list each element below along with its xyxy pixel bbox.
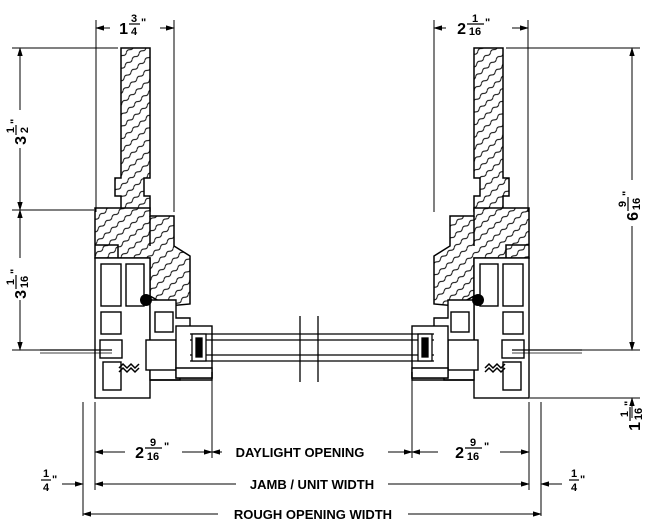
dim-whole: 1 [119,21,128,38]
svg-text:": " [621,191,633,196]
right-weatherstrip-bulb [472,294,484,306]
dim-denominator: 2 [19,127,31,133]
dim-numerator: 1 [5,279,17,285]
dim-denominator: 16 [633,408,645,420]
svg-text:": " [9,269,21,274]
dim-numerator: 1 [5,127,17,133]
left-weather-seal [118,362,140,374]
dim-right-frame-to-glass: 2 9 16 " [455,437,489,463]
dim-whole: 1 [627,422,644,431]
dim-numerator: 3 [131,13,137,25]
dim-numerator: 9 [470,437,476,449]
svg-text:": " [485,17,490,29]
dim-denominator: 4 [571,482,578,494]
dim-denominator: 4 [131,26,138,38]
svg-text:": " [141,17,146,29]
dim-numerator: 1 [619,411,631,417]
svg-text:": " [580,474,585,486]
dim-right-wall-width: 2 1 16 " [457,13,490,38]
right-vinyl-frame [411,257,530,399]
dim-denominator: 16 [469,26,481,38]
dim-numerator: 9 [617,201,629,207]
dim-whole: 2 [135,445,144,462]
dim-right-total-height: 6 9 16 " [617,191,643,221]
dim-whole: 2 [457,21,466,38]
dim-denominator: 16 [19,276,31,288]
dim-whole: 3 [13,290,30,299]
svg-text:": " [9,119,21,124]
left-weatherstrip-bulb [140,294,152,306]
glass-unit [190,316,434,382]
dim-right-bottom-offset: 1 1 16 " [619,401,645,431]
left-vinyl-frame [94,257,213,399]
dim-whole: 2 [455,445,464,462]
dim-denominator: 4 [43,482,50,494]
dim-left-lower-height: 3 1 16 " [5,269,31,299]
dim-left-frame-to-glass: 2 9 16 " [135,437,169,463]
dim-right-shim: 1 4 " [569,468,585,494]
dim-denominator: 16 [147,451,159,463]
dim-numerator: 1 [43,468,49,480]
svg-text:": " [623,401,635,406]
dim-left-shim: 1 4 " [41,468,57,494]
dim-whole: 3 [13,136,30,145]
daylight-opening-label: DAYLIGHT OPENING [236,445,365,460]
dim-numerator: 1 [472,13,478,25]
left-wall-stud [114,47,151,212]
dim-numerator: 1 [571,468,577,480]
dimension-lines [12,20,640,517]
dim-numerator: 9 [150,437,156,449]
dim-left-wall-width: 1 3 4 " [119,13,146,38]
svg-text:": " [484,441,489,453]
dim-left-upper-height: 3 1 2 " [5,119,31,145]
rough-opening-width-label: ROUGH OPENING WIDTH [234,507,392,522]
dim-whole: 6 [625,212,642,221]
jamb-unit-width-label: JAMB / UNIT WIDTH [250,477,374,492]
right-wall-stud [473,47,510,212]
dim-denominator: 16 [467,451,479,463]
svg-text:": " [164,441,169,453]
right-weather-seal [484,362,506,374]
svg-text:": " [52,474,57,486]
dim-denominator: 16 [631,198,643,210]
